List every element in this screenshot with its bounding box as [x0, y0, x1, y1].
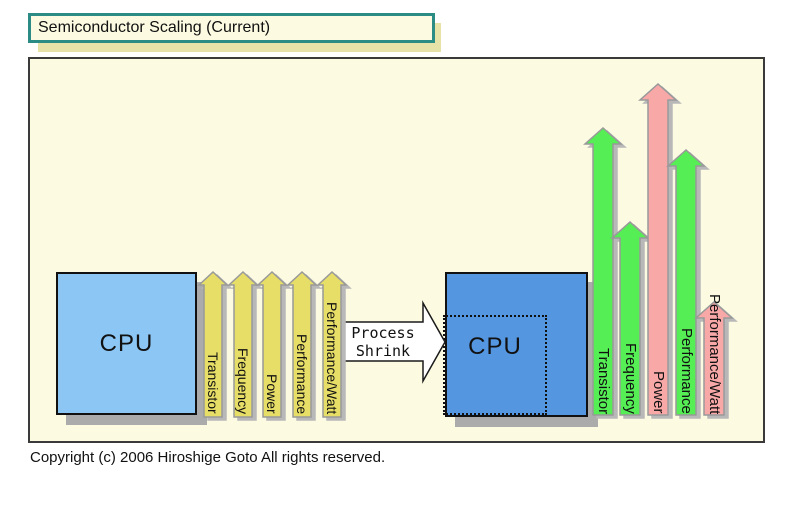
cpu-before-label: CPU — [99, 329, 154, 357]
arrow-label-before-performance: Performance — [294, 333, 310, 414]
cpu-after-box: CPU — [443, 272, 588, 417]
cpu-before-box: CPU — [56, 272, 197, 415]
arrow-label-after-performance: Performance — [678, 328, 695, 414]
page-title: Semiconductor Scaling (Current) — [38, 19, 271, 36]
arrow-after-power — [638, 82, 678, 416]
arrow-label-after-frequency: Frequency — [622, 343, 639, 414]
arrow-label-before-power: Power — [264, 374, 280, 414]
arrow-label-before-performance-watt: Performance/Watt — [324, 301, 340, 414]
cpu-after-label-wrap: CPU — [443, 319, 547, 374]
arrow-label-after-performance-watt: Performance/Watt — [706, 293, 723, 414]
diagram-canvas: CPU CPU Process Shrink Transistor Frequen… — [28, 57, 765, 443]
arrow-label-after-power: Power — [650, 371, 667, 414]
cpu-after-label: CPU — [468, 332, 522, 360]
diagram-panel: CPU CPU Process Shrink Transistor Frequen… — [28, 57, 765, 443]
title-box: Semiconductor Scaling (Current) — [28, 13, 435, 43]
arrow-label-before-frequency: Frequency — [235, 347, 251, 414]
copyright-text: Copyright (c) 2006 Hiroshige Goto All ri… — [30, 449, 386, 466]
process-shrink-label-line2: Shrink — [355, 342, 411, 360]
arrow-label-before-transistor: Transistor — [205, 352, 221, 414]
process-shrink-label-line1: Process — [351, 324, 415, 342]
arrow-label-after-transistor: Transistor — [595, 347, 612, 414]
process-shrink-label: Process Shrink — [343, 322, 423, 362]
